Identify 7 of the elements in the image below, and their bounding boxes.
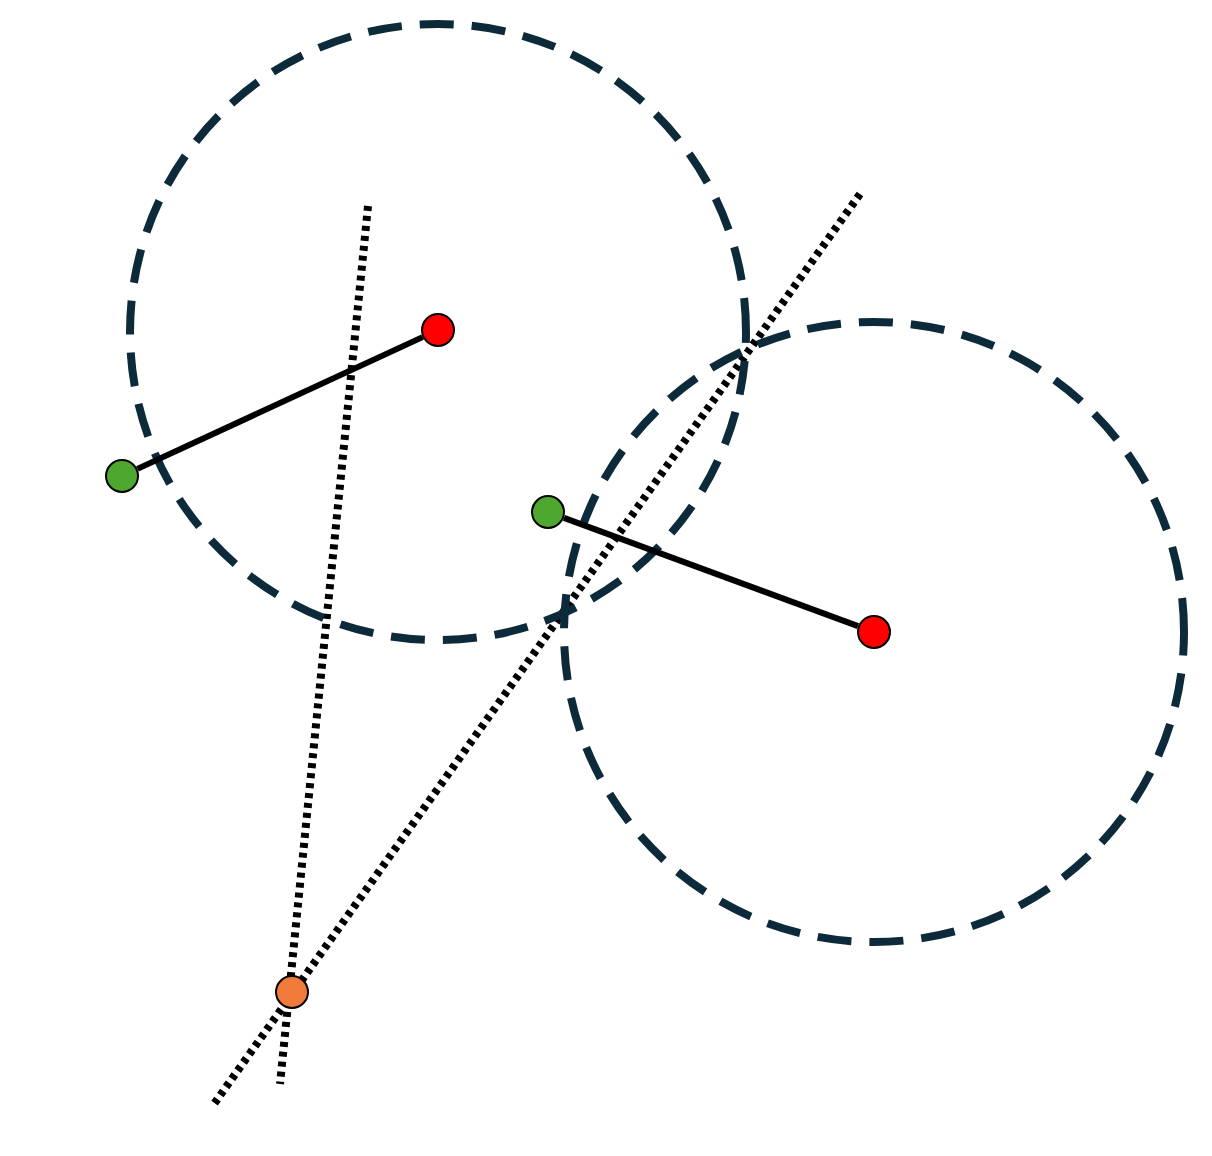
point [857, 615, 891, 649]
point [531, 495, 565, 529]
dashed-circle [560, 318, 1188, 946]
dashed-circle [126, 20, 750, 644]
point [105, 459, 139, 493]
point [275, 975, 309, 1009]
point [421, 313, 455, 347]
